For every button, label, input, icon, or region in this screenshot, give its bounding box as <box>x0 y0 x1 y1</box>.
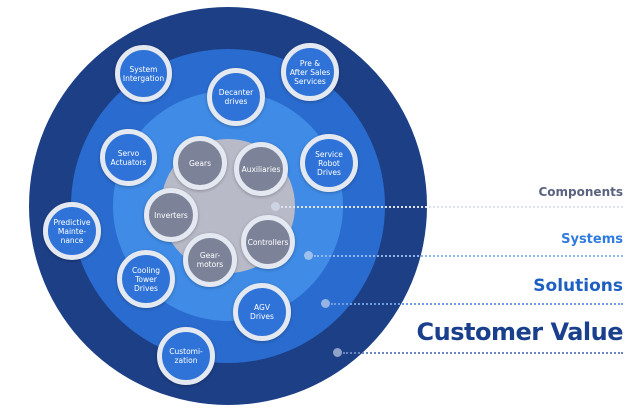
systems-leader-line <box>314 255 623 257</box>
bubble-pre-after-sales-services: Pre & After Sales Services <box>281 43 339 101</box>
bubble-controllers: Controllers <box>241 215 295 269</box>
layer-label-components: Components <box>538 185 624 199</box>
bubble-servo-actuators: Servo Actuators <box>100 129 157 186</box>
bubble-agv-drives: AGV Drives <box>233 283 291 341</box>
components-marker-dot <box>271 202 280 211</box>
systems-marker-dot <box>304 251 313 260</box>
customer-value-marker-dot <box>333 348 342 357</box>
customer-value-leader-line <box>343 352 623 354</box>
bubble-inverters: Inverters <box>144 188 198 242</box>
layer-label-solutions: Solutions <box>533 276 623 296</box>
bubble-service-robot-drives: Service Robot Drives <box>300 134 358 192</box>
bubble-decanter-drives: Decanter drives <box>207 68 265 126</box>
bubble-system-integration: System Intergation <box>115 45 172 102</box>
layer-label-customer-value: Customer Value <box>416 318 624 346</box>
bubble-auxiliaries: Auxiliaries <box>234 142 288 196</box>
bubble-gear-motors: Gear- motors <box>183 233 237 287</box>
bubble-predictive-maintenance: Predictive Mainte- nance <box>43 202 101 260</box>
solutions-leader-line <box>331 303 623 305</box>
layer-label-systems: Systems <box>561 232 623 247</box>
bubble-cooling-tower-drives: Cooling Tower Drives <box>117 250 175 308</box>
bubble-gears: Gears <box>173 136 227 190</box>
components-leader-line <box>281 206 623 208</box>
bubble-customization: Customi- zation <box>157 327 215 385</box>
solutions-marker-dot <box>321 299 330 308</box>
